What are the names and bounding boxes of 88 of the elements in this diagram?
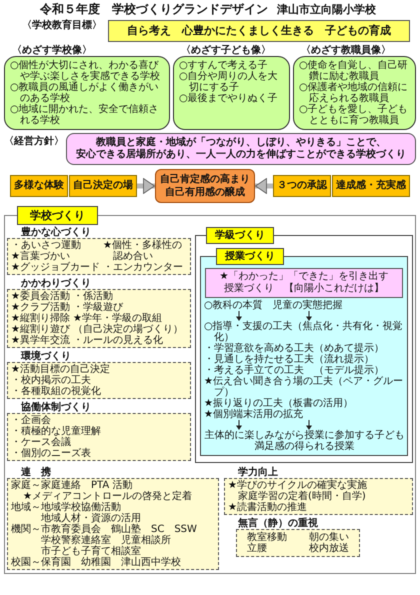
list-item: ★言葉づかい: [11, 251, 70, 262]
highlight-panel: [205, 268, 403, 298]
list-item: 機関～市教育委員会 鶴山塾 SC SSW: [11, 524, 197, 535]
section-heading: 豊かな心づくり: [21, 227, 91, 238]
section-heading: 〈経営方針〉: [4, 136, 64, 147]
keyword-tag: ３つの承認: [273, 175, 331, 197]
section-heading: 環境づくり: [21, 351, 71, 362]
list-item: 校内放送: [309, 543, 349, 554]
banner-line: 授業づくり 【向陽小これだけは】: [224, 283, 384, 295]
page-title: 令和５年度 学校づくりグランドデザイン: [40, 2, 268, 17]
list-item: ・ケース会議: [11, 437, 71, 448]
list-item: ・校内掲示の工夫: [11, 375, 91, 386]
list-item: ・各種取組の視覚化: [11, 386, 101, 397]
list-item: ・係活動: [72, 291, 113, 302]
section-heading: 協働体制づくり: [21, 402, 91, 413]
list-item: 満足感の得られる授業: [254, 441, 354, 452]
highlight-line: 自己肯定感の高まり: [160, 173, 250, 186]
list-item: ★学年・学級の取組: [72, 313, 162, 324]
section-heading: 無言（静）の重視: [238, 518, 318, 529]
list-item: ・ルールの見える化: [72, 335, 163, 346]
section-heading: 〈学校教育目標〉: [22, 20, 102, 31]
list-item: ○保護者や地域の信頼に応えられる教職員: [299, 82, 409, 104]
block-arrow: [137, 178, 155, 194]
highlight-panel: [155, 169, 255, 203]
banner-line: ★「わかった」「できた」を引き出す: [220, 271, 388, 282]
list-item: ★縦割り掃除: [11, 313, 70, 324]
list-item: ★読書活動の推進: [228, 502, 307, 513]
school-name: 津山市立向陽小学校: [277, 2, 376, 17]
list-item: ・考える手立ての工夫 （モデル提示）: [204, 365, 384, 376]
list-item: 校園～保育園 幼稚園 津山西中学校: [11, 557, 181, 568]
list-item: ・積極的な児童理解: [11, 426, 101, 437]
block-arrow: [255, 178, 273, 194]
banner-line: 教職員と家庭・地域が「つながり、しぼり、やりきる」ことで、: [96, 137, 386, 148]
list-item: 立腰: [247, 543, 267, 554]
list-item: ○自分や周りの人を大切にする子: [179, 71, 279, 93]
section-heading: かかわりづくり: [21, 278, 91, 289]
list-item: ・見通しを持たせる工夫（流れ提示）: [204, 354, 374, 365]
list-item: ★活動目標の自己決定: [11, 364, 110, 375]
keyword-tag: 自己決定の場: [69, 175, 137, 197]
list-item: 家庭学習の定着(時間・自学): [238, 491, 366, 502]
list-item: ★学びのサイクルの確実な実施: [228, 480, 367, 491]
list-item: 家庭～家庭連絡 PTA 活動: [11, 480, 132, 491]
list-item: ★メディアコントロールの啓発と定着: [23, 491, 192, 502]
list-item: ★グッジョブカード: [11, 262, 100, 273]
list-item: ★委員会活動: [11, 291, 70, 302]
list-item: ★縦割り遊び: [11, 324, 70, 335]
list-item: 地域～地域学校協働活動: [11, 502, 121, 513]
section-heading: 学力向上: [238, 467, 278, 478]
list-item: ・個別のニーズ表: [11, 448, 91, 459]
goal-banner: 自ら考え 心豊かにたくましく生きる 子どもの育成: [108, 20, 410, 42]
list-item: ○使命を自覚し、自己研鑽に励む教職員: [299, 60, 409, 82]
banner-line: 安心できる居場所があり、一人一人の力を伸ばすことができる学校づくり: [76, 149, 406, 161]
list-item: ・あいさつ運動: [11, 240, 81, 251]
list-item: ★個別端末活用の拡充: [204, 409, 303, 420]
list-item: 主体的に楽しみながら授業に参加する子ども: [204, 430, 404, 441]
list-item: ★異学年交流: [11, 335, 70, 346]
list-item: 教室移動: [247, 532, 287, 543]
list-item: ○すすんで考える子: [179, 60, 268, 71]
list-item: ・企画会: [11, 415, 51, 426]
list-item: ・学習意欲を高める工夫（めあて提示）: [204, 343, 384, 354]
list-item: ○個性が大切にされ、わかる喜びや学ぶ楽しさを実感できる学校: [10, 60, 161, 82]
list-item: ○最後までやりぬく子: [179, 93, 278, 104]
list-item: ○子どもを愛し、子どもとともに育つ教職員: [299, 104, 409, 126]
frame-title: 授業づくり: [216, 248, 284, 265]
list-item: （自己決定の場づくり）: [72, 324, 183, 335]
keyword-tag: 多様な体験: [10, 175, 68, 197]
list-item: ・エンカウンター: [102, 262, 183, 273]
list-item: ★伝え合い聞き合う場の工夫（ペア・グループ）: [204, 376, 404, 398]
list-item: 朝の集い: [309, 532, 349, 543]
section-heading: 〈めざす学校像〉: [12, 45, 92, 56]
frame-title: 学校づくり: [17, 206, 98, 225]
list-item: ○地域に開かれた、安全で信頼される学校: [10, 104, 160, 126]
list-item: ★振り返りの工夫（板書の活用）: [204, 398, 353, 409]
section-heading: 〈めざす教職員像〉: [301, 45, 391, 56]
list-item: ・学級遊び: [72, 302, 123, 313]
section-heading: 連 携: [21, 467, 51, 478]
list-item: ○指導・支援の工夫（焦点化・共有化・視覚化）: [204, 321, 404, 343]
highlight-line: 自己有用感の醸成: [165, 186, 245, 199]
list-item: 学校警察連絡室 児童相談所: [40, 535, 171, 546]
keyword-tag: 達成感・充実感: [332, 175, 410, 197]
list-item: ○教職員の風通しがよく働きがいのある学校: [10, 82, 160, 104]
list-item: ★クラブ活動: [11, 302, 70, 313]
section-heading: 〈めざす子ども像〉: [181, 45, 271, 56]
list-item: ○教科の本質 児童の実態把握: [204, 300, 343, 311]
list-item: ★個性・多様性の認め合い: [102, 240, 183, 262]
list-item: 市子ども子育て相談室: [40, 546, 141, 557]
frame-title: 学級づくり: [206, 227, 274, 244]
list-item: 地域人材・資源の活用: [40, 513, 141, 524]
